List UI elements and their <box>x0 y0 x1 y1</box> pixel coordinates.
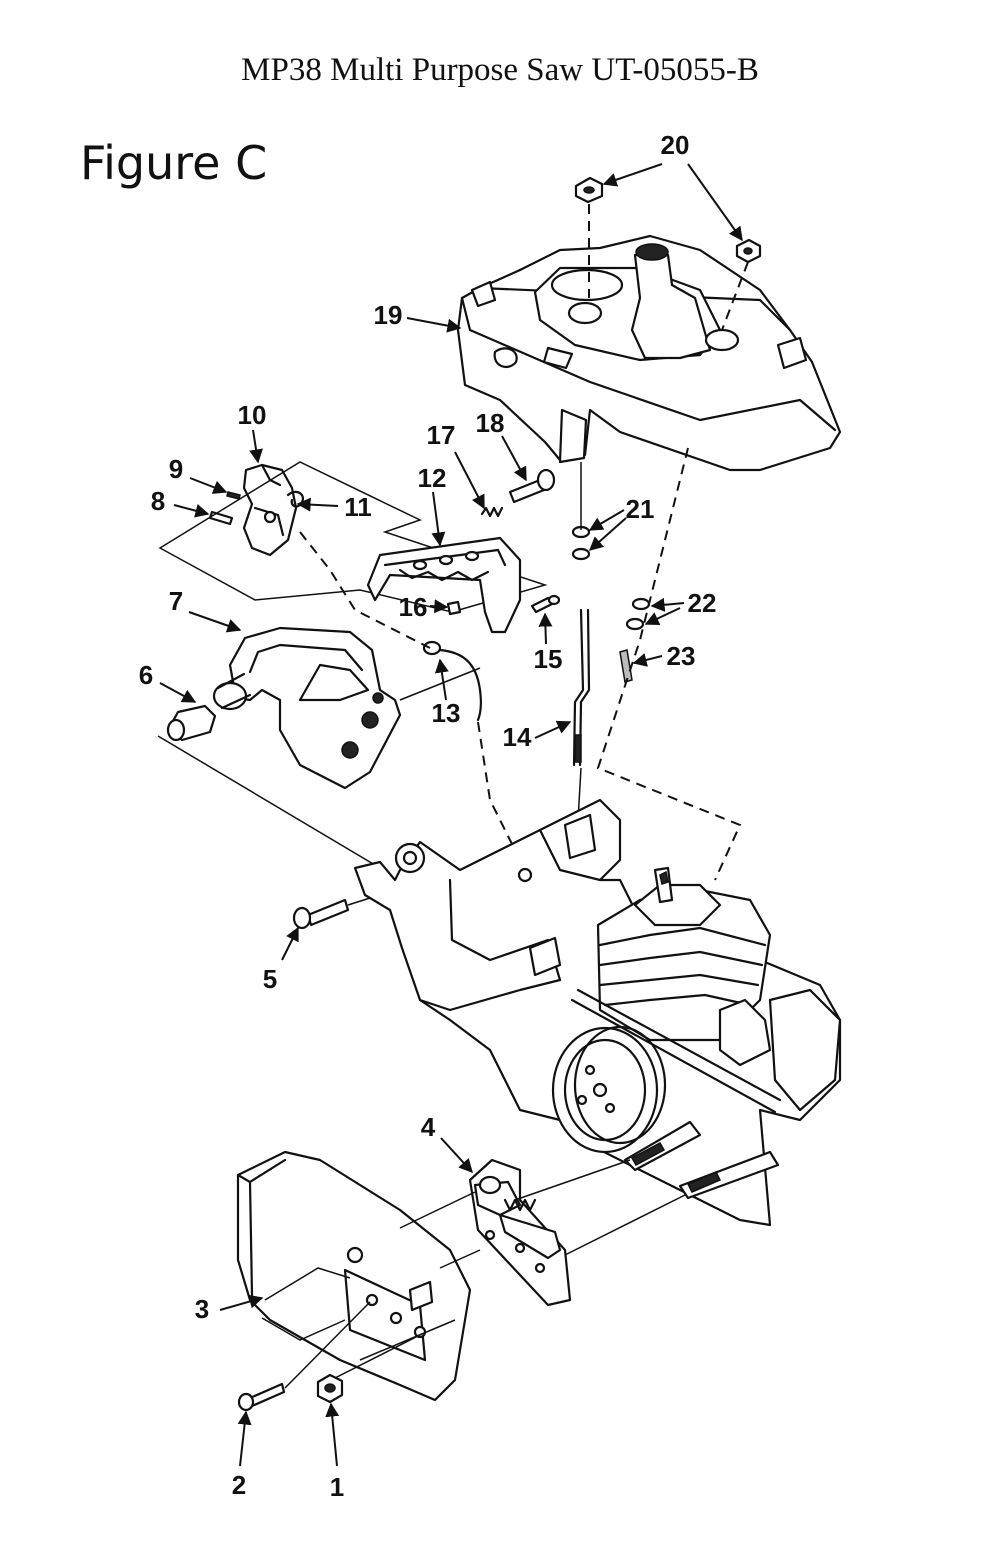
part-15-screw <box>530 594 561 614</box>
part-8-pin <box>208 510 234 526</box>
engine-cylinder <box>570 866 842 1114</box>
figure-label: Figure C <box>80 136 268 190</box>
part-12-handle <box>366 536 522 634</box>
callout-11: 11 <box>344 492 372 522</box>
callout-numbers: 20 19 10 9 8 11 12 17 18 21 16 15 22 23 … <box>139 130 717 1502</box>
part-16-screw <box>446 600 462 616</box>
callout-8: 8 <box>151 486 165 516</box>
callout-17: 17 <box>427 420 456 450</box>
callout-19: 19 <box>374 300 403 330</box>
callout-7: 7 <box>169 586 183 616</box>
callout-2: 2 <box>232 1470 246 1500</box>
part-3-side-cover <box>236 1150 472 1402</box>
part-1-nut <box>316 1373 344 1404</box>
callout-23: 23 <box>667 641 696 671</box>
callout-9: 9 <box>169 454 183 484</box>
part-19-top-cover <box>456 234 842 472</box>
callout-10: 10 <box>238 400 267 430</box>
part-14-rod <box>572 608 591 767</box>
callout-4: 4 <box>421 1112 436 1142</box>
callout-18: 18 <box>476 408 505 438</box>
part-2-screw <box>237 1382 286 1412</box>
callout-3: 3 <box>195 1294 209 1324</box>
part-4-chain-tensioner <box>468 1158 572 1307</box>
callout-21: 21 <box>626 494 655 524</box>
callout-5: 5 <box>263 964 277 994</box>
callout-13: 13 <box>432 698 461 728</box>
part-20-nut-right <box>735 238 762 264</box>
document-title: MP38 Multi Purpose Saw UT-05055-B <box>241 52 759 88</box>
callout-12: 12 <box>418 463 447 493</box>
guide-studs <box>623 1120 780 1200</box>
callout-1: 1 <box>330 1472 344 1502</box>
callout-14: 14 <box>503 722 532 752</box>
callout-leaders <box>159 163 743 1467</box>
part-20-nut-left <box>574 176 604 204</box>
callout-22: 22 <box>688 588 717 618</box>
part-5-bolt <box>292 898 350 930</box>
callout-20: 20 <box>661 130 690 160</box>
assembly-lines <box>261 897 686 1389</box>
callout-6: 6 <box>139 660 153 690</box>
part-7-front-handle <box>212 626 402 790</box>
part-22-washers <box>625 597 651 631</box>
part-9-pin <box>226 491 241 500</box>
part-18-bolt <box>508 468 556 504</box>
part-6-end-cap <box>166 704 217 742</box>
part-10-trigger-lever <box>242 463 298 557</box>
callout-16: 16 <box>399 592 428 622</box>
callout-15: 15 <box>534 644 563 674</box>
part-17-spring <box>480 506 504 518</box>
part-21-washers <box>571 525 591 561</box>
part-23-stud <box>619 649 633 683</box>
engine-pulley <box>551 1025 667 1154</box>
